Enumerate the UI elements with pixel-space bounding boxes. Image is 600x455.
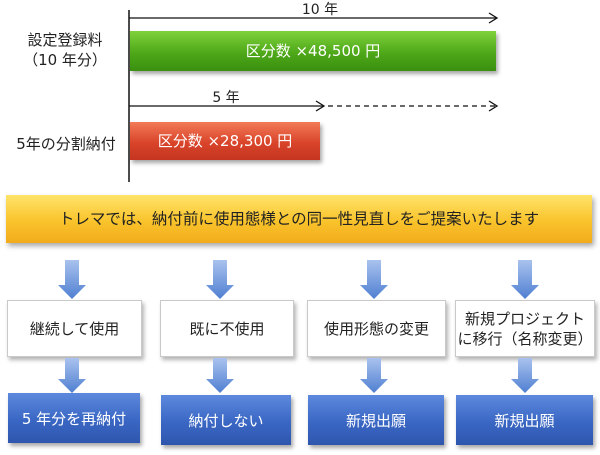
down-arrow-icon [206, 260, 234, 299]
down-arrow-icon [360, 358, 388, 393]
down-arrow-icon [58, 358, 86, 393]
down-arrow-icon [511, 260, 539, 299]
option-continue-use: 継続して使用 [7, 300, 142, 357]
ten-year-arrowhead [488, 12, 499, 24]
option-change-usage: 使用形態の変更 [307, 300, 446, 357]
ten-year-label: 10 年 [301, 2, 339, 18]
lower-arrows [58, 358, 539, 393]
option-label: 既に不使用 [189, 319, 265, 338]
result-new-application: 新規出願 [456, 395, 593, 445]
result-no-payment: 納付しない [161, 395, 291, 445]
row1-label-line1: 設定登録料 [27, 31, 103, 49]
timeline-axes [128, 10, 499, 182]
five-year-fee-bar: 区分数 ×28,300 円 [130, 122, 320, 160]
dashed-arrowhead [488, 100, 499, 112]
down-arrow-icon [360, 260, 388, 299]
option-new-project: 新規プロジェクト に移行（名称変更） [455, 300, 595, 357]
ten-year-fee-bar: 区分数 ×48,500 円 [130, 31, 496, 71]
result-new-application: 新規出願 [308, 395, 444, 445]
down-arrow-icon [206, 358, 234, 393]
down-arrow-icon [58, 260, 86, 299]
proposal-banner: トレマでは、納付前に使用態様との同一性見直しをご提案いたします [6, 195, 592, 243]
option-label-line1: 新規プロジェクト [464, 309, 585, 328]
down-arrow-icon [511, 358, 539, 393]
upper-arrows [58, 260, 539, 299]
option-label-line2: に移行（名称変更） [457, 329, 593, 348]
row2-label: 5年の分割納付 [16, 135, 116, 153]
result-repay-five-years: 5 年分を再納付 [8, 393, 140, 443]
five-year-label: 5 年 [212, 90, 240, 106]
row1-label-line2: （10 年分） [23, 51, 107, 69]
option-label: 使用形態の変更 [323, 319, 429, 338]
option-label: 継続して使用 [29, 319, 120, 338]
five-year-arrowhead [315, 100, 326, 112]
option-no-longer-used: 既に不使用 [160, 300, 294, 357]
